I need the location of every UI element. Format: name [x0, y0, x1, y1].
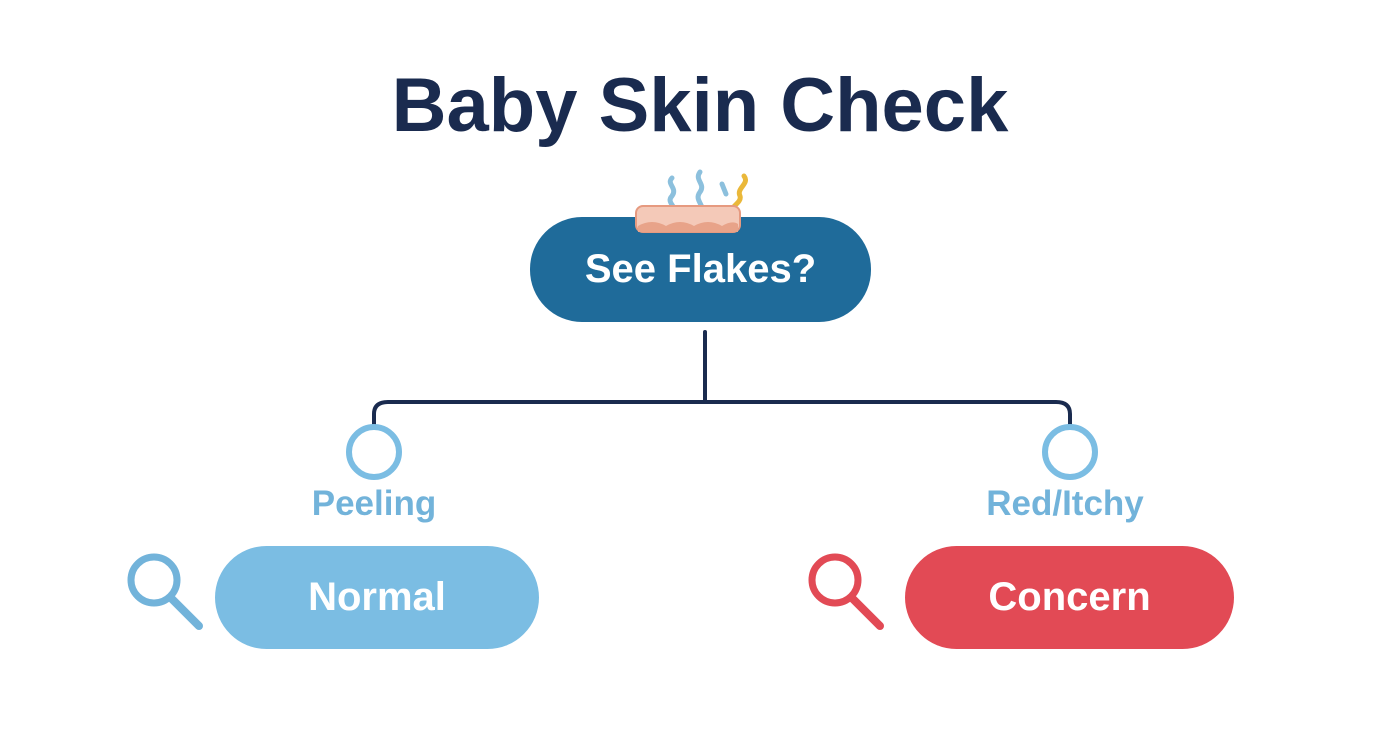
branch-node-right — [1042, 424, 1098, 480]
magnifier-icon — [808, 553, 884, 630]
tree-connectors — [372, 330, 1072, 426]
magnifier-icon — [127, 553, 203, 630]
outcome-label-concern: Concern — [988, 575, 1151, 619]
outcome-label-normal: Normal — [308, 575, 446, 619]
branch-node-left — [346, 424, 402, 480]
outcome-node-normal[interactable]: Normal — [215, 546, 539, 649]
condition-label-red-itchy: Red/Itchy — [986, 484, 1144, 523]
page-title: Baby Skin Check — [391, 63, 1009, 148]
outcome-node-concern[interactable]: Concern — [905, 546, 1234, 649]
skin-flakes-icon — [635, 169, 748, 233]
question-label: See Flakes? — [584, 247, 817, 291]
condition-label-peeling: Peeling — [311, 484, 437, 523]
question-node-see-flakes[interactable]: See Flakes? — [530, 217, 871, 322]
